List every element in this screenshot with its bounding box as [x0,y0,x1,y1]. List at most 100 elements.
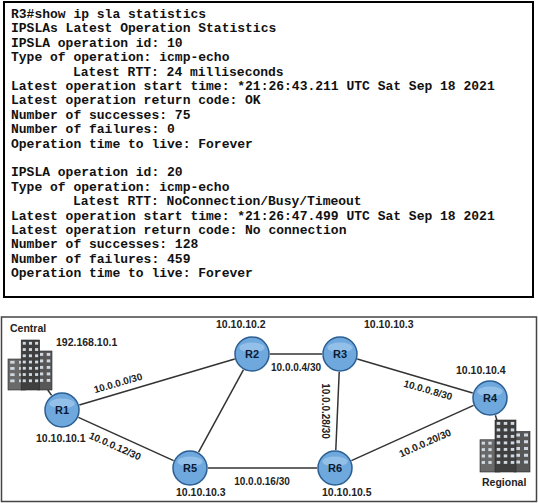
terminal-line: Operation time to live: Forever [11,138,532,152]
router-icon: R410.10.10.4 [472,380,508,416]
ip-address: 10.10.10.1 [36,432,86,444]
building-window [23,367,26,370]
building-window [40,379,44,382]
terminal-line: Latest operation start time: *21:26:43.2… [11,80,532,94]
terminal-line: Number of failures: 0 [11,123,532,137]
router-name: R2 [234,336,270,372]
building-window [482,442,485,445]
router-body [323,337,357,371]
network-link [48,390,52,395]
router-name: R1 [44,392,80,428]
network-link [270,353,322,355]
terminal-line: Number of successes: 128 [11,238,532,252]
building-window [35,354,38,357]
building-shape [8,340,52,390]
building-window [35,342,38,345]
terminal-line: Latest RTT: 24 milliseconds [11,66,532,80]
building-block [38,351,52,390]
building-window [488,448,491,451]
router-body [173,451,207,485]
building-block [514,431,530,472]
building-window [40,372,44,375]
building-window [40,359,44,362]
building-window [47,353,51,356]
terminal-output: R3#show ip sla statisticsIPSLAs Latest O… [3,1,534,298]
router-body [235,337,269,371]
subnet-label: 10.0.0.4/30 [271,362,321,373]
building-window [23,361,26,364]
network-link [199,370,244,452]
network-link [208,467,317,469]
diagram-frame [2,317,537,502]
building-window [40,366,44,369]
building-window [23,342,26,345]
building-window [497,428,501,431]
terminal-line: Latest operation return code: OK [11,94,532,108]
building-window [504,422,508,425]
building-window [524,461,528,464]
network-link [79,359,234,405]
building-window [497,441,501,444]
building-window [23,379,26,382]
building-window [516,461,520,464]
building-window [511,435,515,438]
building-window [482,455,485,458]
building-window [35,348,38,351]
building-window [511,448,515,451]
router-name: R5 [172,450,208,486]
subnet-label: 10.0.0.0/30 [92,371,143,395]
subnet-label: 10.0.0.20/30 [397,427,452,460]
building-window [23,373,26,376]
building-window [29,379,32,382]
router-icon: R210.10.10.2 [234,336,270,372]
building-window [35,367,38,370]
network-link [336,372,339,450]
building-window [497,454,501,457]
terminal-line: Type of operation: icmp-echo [11,51,532,65]
terminal-line: IPSLA operation id: 20 [11,166,532,180]
building-window [10,373,14,376]
router-body [318,451,352,485]
building-window [504,441,508,444]
building-window [524,447,528,450]
router-icon: R510.10.10.3 [172,450,208,486]
terminal-line: IPSLAs Latest Operation Statistics [11,22,532,36]
building-window [29,367,32,370]
building-window [488,461,491,464]
terminal-line: Latest RTT: NoConnection/Busy/Timeout [11,195,532,209]
ip-address: 10.10.10.5 [322,486,372,498]
router-icon: R110.10.10.1 [44,392,80,428]
network-link [495,415,497,420]
building-window [516,447,520,450]
building-window [482,461,485,464]
building-window [511,441,515,444]
building-window [35,373,38,376]
subnet-label: 10.0.0.28/30 [320,383,331,439]
building-window [497,422,501,425]
site-building: Central192.168.10.1 [8,340,52,390]
building-window [47,366,51,369]
building-window [511,461,515,464]
ip-address: 10.10.10.3 [364,318,414,330]
terminal-line: Number of successes: 75 [11,109,532,123]
building-window [504,435,508,438]
ip-address: 192.168.10.1 [56,336,117,348]
router-body [473,381,507,415]
building-window [524,440,528,443]
building-window [511,454,515,457]
building-window [497,448,501,451]
building-window [10,367,14,370]
terminal-line: IPSLA operation id: 10 [11,37,532,51]
subnet-label: 10.0.0.16/30 [234,476,290,487]
building-window [516,454,520,457]
building-window [504,448,508,451]
building-window [47,379,51,382]
building-window [10,379,14,382]
building-window [497,435,501,438]
router-name: R6 [317,450,353,486]
building-window [29,373,32,376]
building-window [504,454,508,457]
building-window [482,448,485,451]
building-window [524,454,528,457]
